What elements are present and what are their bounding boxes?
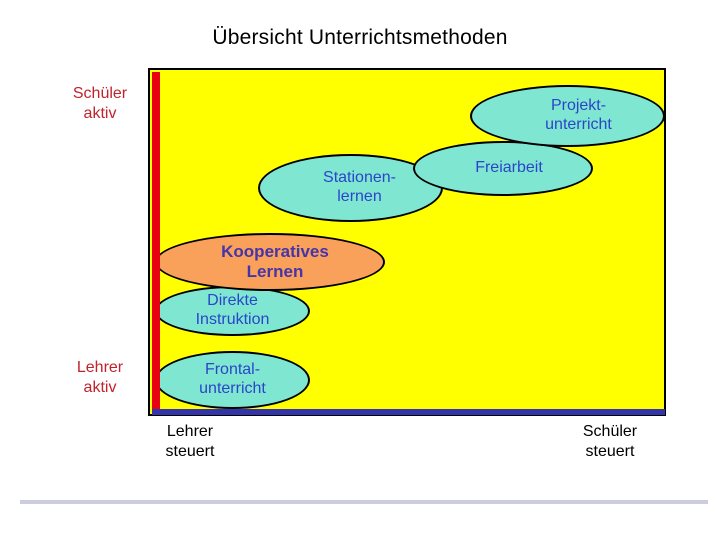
node-frontalunterricht[interactable]: Frontal- unterricht — [155, 351, 310, 409]
node-direkte-instruktion-label: Direkte Instruktion — [195, 292, 270, 328]
node-stationenlernen[interactable]: Stationen- lernen — [258, 154, 443, 222]
vertical-axis-red — [152, 72, 160, 415]
node-stationenlernen-label: Stationen- lernen — [323, 169, 396, 205]
node-direkte-instruktion[interactable]: Direkte Instruktion — [155, 286, 310, 336]
node-kooperatives-lernen[interactable]: Kooperatives Lernen — [155, 233, 385, 291]
node-freiarbeit-label: Freiarbeit — [475, 159, 543, 177]
axis-label-schueler-aktiv: Schüler aktiv — [72, 85, 128, 122]
page-title: Übersicht Unterrichtsmethoden — [212, 26, 508, 49]
node-projektunterricht[interactable]: Projekt- unterricht — [470, 85, 665, 147]
axis-label-schueler-steuert: Schüler steuert — [582, 423, 638, 460]
node-kooperatives-lernen-label: Kooperatives Lernen — [221, 241, 329, 281]
node-freiarbeit[interactable]: Freiarbeit — [413, 141, 593, 196]
axis-label-lehrer-steuert: Lehrer steuert — [165, 423, 215, 460]
axis-label-lehrer-aktiv: Lehrer aktiv — [76, 359, 124, 396]
horizontal-axis-blue — [152, 409, 665, 415]
footer-divider — [20, 500, 708, 504]
node-frontalunterricht-label: Frontal- unterricht — [199, 361, 266, 397]
node-projektunterricht-label: Projekt- unterricht — [545, 97, 612, 133]
